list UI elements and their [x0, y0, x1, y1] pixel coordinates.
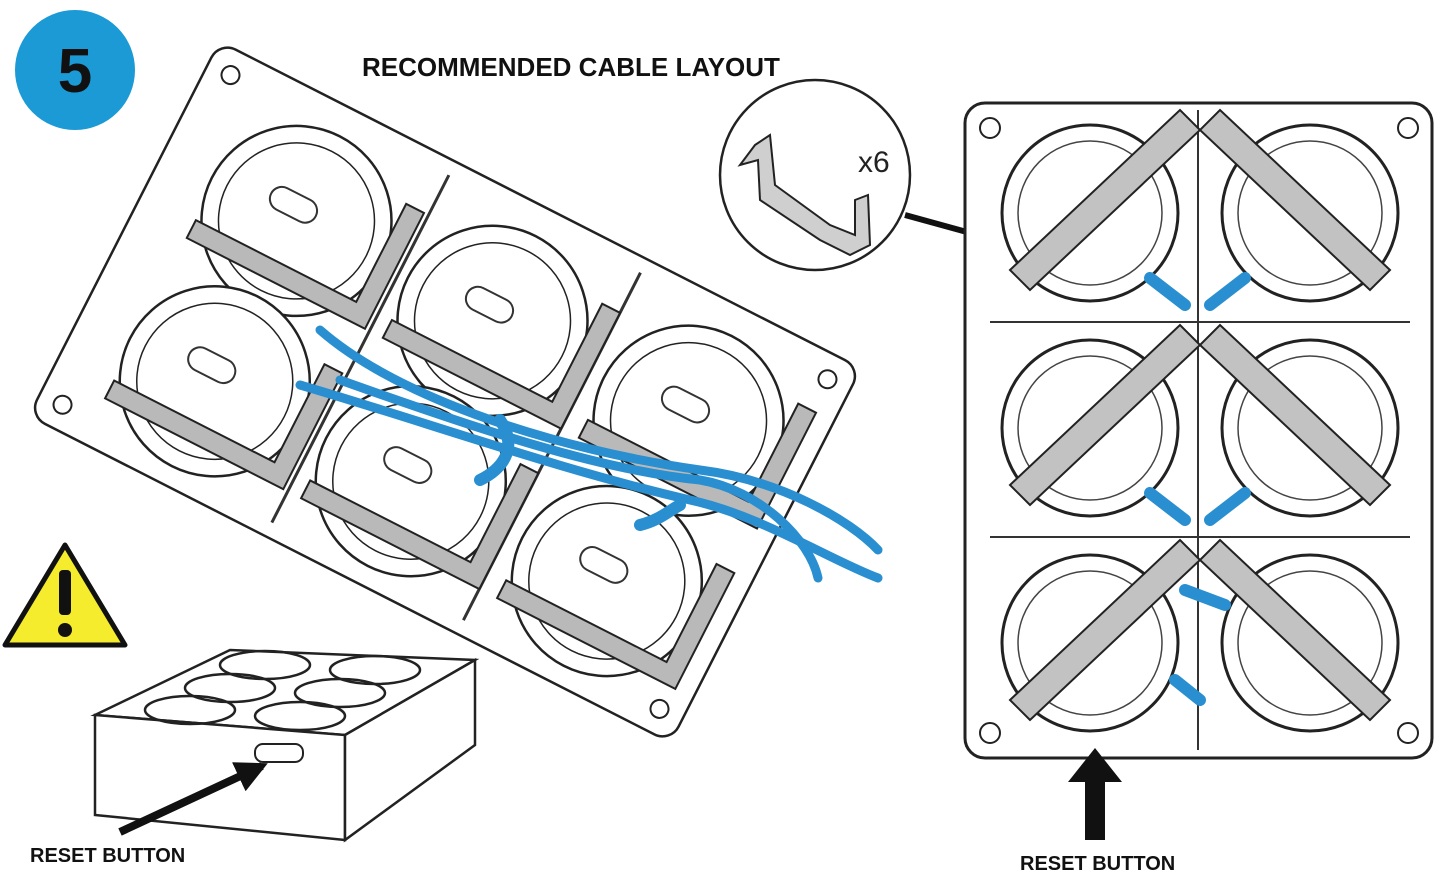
step-badge: 5: [15, 10, 135, 130]
arrow-icon: [1070, 765, 1120, 840]
clip-callout: x6: [718, 78, 1030, 272]
reset-label-right: RESET BUTTON: [1020, 853, 1175, 873]
mini-tray: RESET BUTTON: [30, 648, 480, 867]
warning-triangle-icon: [2, 542, 128, 648]
step-number: 5: [58, 37, 92, 106]
clip-quantity: x6: [858, 146, 890, 179]
tray-top-view: RESET BUTTON: [963, 101, 1434, 873]
reset-button[interactable]: [254, 743, 304, 763]
page-title: RECOMMENDED CABLE LAYOUT: [362, 52, 780, 82]
arrow-icon: [118, 762, 268, 836]
clip-icon: [737, 133, 872, 257]
tray-perspective: [33, 46, 883, 738]
reset-label-left: RESET BUTTON: [30, 845, 185, 867]
